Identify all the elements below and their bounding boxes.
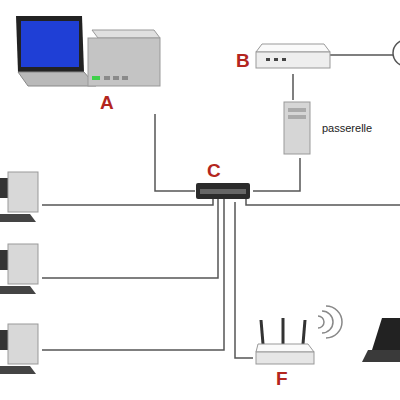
laptop-base xyxy=(362,350,400,362)
router-led xyxy=(266,58,270,61)
router-led xyxy=(282,58,286,61)
network-cable xyxy=(155,114,195,191)
network-cable xyxy=(292,74,294,100)
router-case xyxy=(256,52,330,68)
wifi-wave xyxy=(326,306,342,338)
device-node: A xyxy=(85,28,163,114)
router-led xyxy=(274,58,278,61)
server-bay xyxy=(104,76,110,80)
server-bay xyxy=(122,76,128,80)
device-node: passerelle xyxy=(282,100,382,158)
network-cable xyxy=(42,199,213,205)
laptop-screen-frame xyxy=(372,318,400,350)
desktop-keyboard xyxy=(0,214,36,222)
desktop-tower xyxy=(8,244,38,284)
callout-letter: F xyxy=(276,368,288,390)
server-case xyxy=(88,38,160,86)
callout-letter: B xyxy=(236,50,250,72)
callout-letter: C xyxy=(207,160,221,182)
antenna xyxy=(303,320,305,344)
laptop-screen xyxy=(21,21,79,67)
gateway-tower xyxy=(284,102,310,154)
drive-slot xyxy=(288,115,306,119)
network-cable xyxy=(235,202,253,358)
laptop-screen-frame xyxy=(16,16,84,72)
antenna xyxy=(261,320,263,344)
callout-letter: A xyxy=(100,92,114,114)
network-cable xyxy=(42,199,218,278)
switch-ports xyxy=(200,189,246,194)
antenna xyxy=(282,318,285,344)
wifi-wave xyxy=(318,316,324,328)
access-point-top xyxy=(256,344,314,352)
router-top xyxy=(256,44,330,52)
server-led xyxy=(92,76,100,80)
wifi-wave xyxy=(322,311,333,333)
device-node: B xyxy=(236,42,332,74)
device-label: passerelle xyxy=(322,122,372,134)
network-cable xyxy=(246,199,400,205)
device-node: C xyxy=(195,160,253,202)
network-cable xyxy=(42,199,224,350)
device-node: F xyxy=(253,318,317,390)
desktop-keyboard xyxy=(0,286,36,294)
drive-slot xyxy=(288,108,306,112)
network-cable xyxy=(253,158,300,191)
internet-globe xyxy=(393,40,400,66)
network-cable xyxy=(330,54,393,56)
server-top xyxy=(92,30,160,38)
switch-case xyxy=(196,183,250,199)
desktop-keyboard xyxy=(0,366,36,374)
desktop-tower xyxy=(8,324,38,364)
laptop-base xyxy=(18,72,96,86)
desktop-tower xyxy=(8,172,38,212)
server-bay xyxy=(113,76,119,80)
access-point-case xyxy=(256,352,314,364)
